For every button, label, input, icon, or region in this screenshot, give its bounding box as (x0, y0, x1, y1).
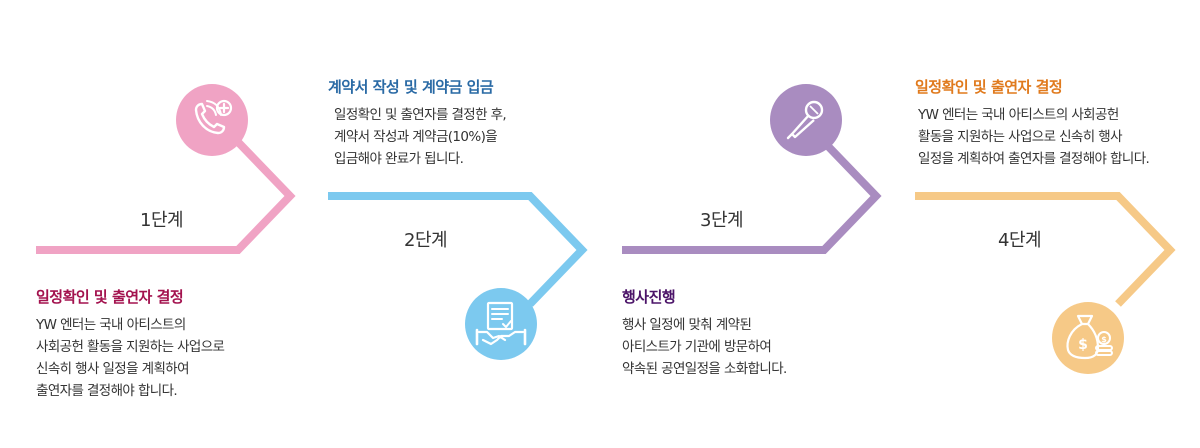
phone-plus-icon (194, 99, 233, 135)
step-2-label: 2단계 (404, 230, 448, 251)
step-3-desc-line: 약속된 공연일정을 소화합니다. (622, 361, 787, 377)
step-2-desc-line: 일정확인 및 출연자를 결정한 후, (334, 107, 507, 123)
step-3-description: 행사 일정에 맞춰 계약된 아티스트가 기관에 방문하여 약속된 공연일정을 소… (622, 314, 787, 380)
step-1-desc-line: 출연자를 결정해야 합니다. (36, 383, 178, 399)
step-4-title: 일정확인 및 출연자 결정 (915, 78, 1063, 96)
step-4-desc-line: 일정을 계획하여 출연자를 결정해야 합니다. (918, 151, 1150, 167)
step-1-desc-line: 사회공헌 활동을 지원하는 사업으로 (36, 339, 225, 355)
money-bag-icon: $ $ (1066, 314, 1113, 360)
step-4-desc-line: YW 엔터는 국내 아티스트의 사회공헌 (918, 107, 1119, 123)
step-1-description: YW 엔터는 국내 아티스트의 사회공헌 활동을 지원하는 사업으로 신속히 행… (36, 314, 225, 402)
step-4-line (915, 192, 1176, 307)
step-2-title: 계약서 작성 및 계약금 입금 (328, 78, 494, 96)
step-3-label: 3단계 (700, 210, 744, 231)
microphone-icon (786, 100, 824, 140)
step-2-desc-line: 계약서 작성과 계약금(10%)을 (334, 129, 498, 145)
step-2-line (328, 192, 588, 307)
step-1-label: 1단계 (140, 210, 184, 231)
step-1-line (36, 139, 296, 254)
step-3-title: 행사진행 (622, 288, 676, 306)
svg-text:$: $ (1101, 335, 1107, 344)
step-4-description: YW 엔터는 국내 아티스트의 사회공헌 활동을 지원하는 사업으로 신속히 행… (918, 104, 1150, 170)
step-3-desc-line: 행사 일정에 맞춰 계약된 (622, 317, 752, 333)
step-1-icon-circle (176, 84, 248, 156)
step-1-desc-line: 신속히 행사 일정을 계획하여 (36, 361, 190, 377)
step-3-desc-line: 아티스트가 기관에 방문하여 (622, 339, 772, 355)
step-2-icon-circle (465, 288, 537, 360)
step-2-description: 일정확인 및 출연자를 결정한 후, 계약서 작성과 계약금(10%)을 입금해… (334, 104, 507, 170)
step-1-desc-line: YW 엔터는 국내 아티스트의 (36, 317, 186, 333)
step-4-desc-line: 활동을 지원하는 사업으로 신속히 행사 (918, 129, 1122, 145)
step-4-label: 4단계 (998, 230, 1042, 251)
step-4-icon-circle: $ $ (1052, 302, 1124, 374)
svg-text:$: $ (1078, 337, 1088, 353)
contract-handshake-icon (475, 301, 527, 346)
step-2-desc-line: 입금해야 완료가 됩니다. (334, 151, 464, 167)
step-3-line (622, 139, 882, 254)
step-3-icon-circle (770, 84, 842, 156)
step-1-title: 일정확인 및 출연자 결정 (36, 288, 184, 306)
